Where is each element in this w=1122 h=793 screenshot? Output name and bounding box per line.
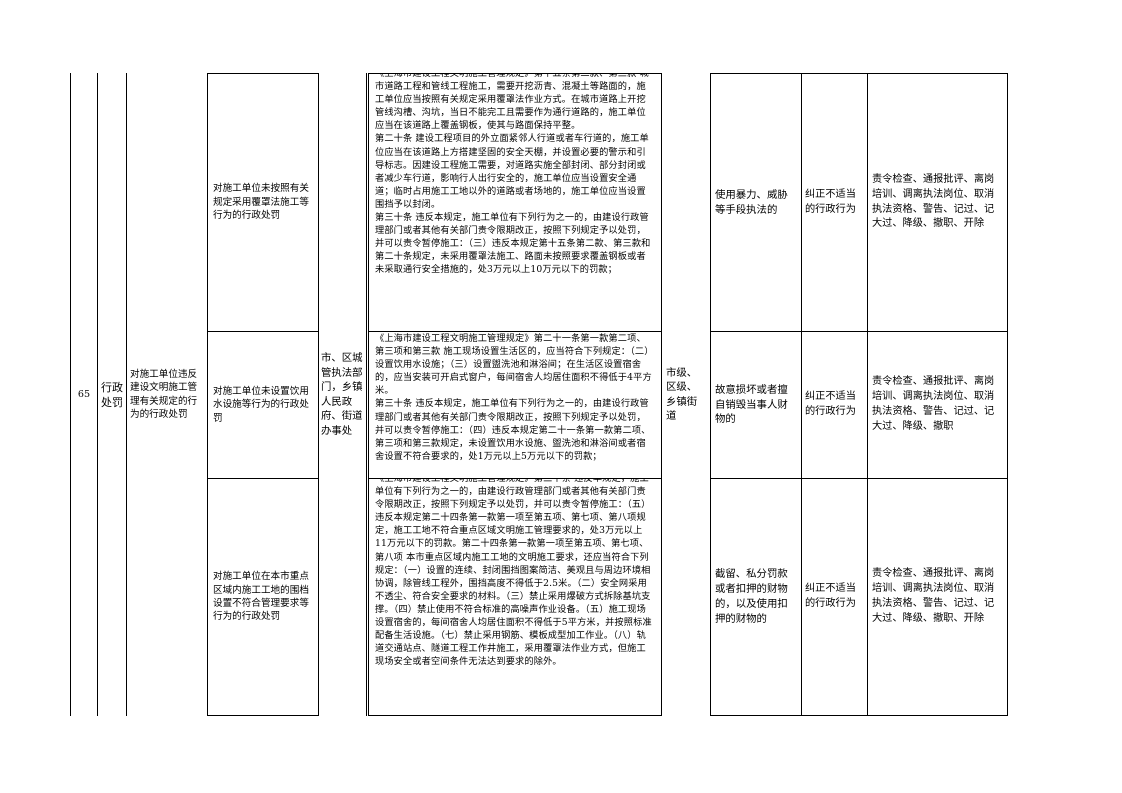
subitem-name-1: 对施工单位未按照有关规定采用覆罩法施工等行为的行政处罚 (208, 73, 319, 332)
basis-cell-2: 《上海市建设工程文明施工管理规定》第二十一条第一款第二项、第三项和第三款 施工现… (368, 332, 662, 479)
situation-cell-2: 故意损坏或者擅自销毁当事人财物的 (710, 332, 802, 479)
type-cell-2: 纠正不适当的行政行为 (802, 332, 868, 479)
subitem-name-2: 对施工单位未设置饮用水设施等行为的行政处罚 (208, 332, 319, 479)
situation-cell-1: 使用暴力、威胁等手段执法的 (710, 73, 802, 332)
basis-cell-3: 《上海市建设工程文明施工管理规定》第三十条 违反本规定，施工单位有下列行为之一的… (368, 479, 662, 716)
level-text: 市级、区级、乡镇街道 (666, 366, 698, 423)
basis-text-1: 《上海市建设工程文明施工管理规定》第十五条第二款、第三款 城市道路工程和管线工程… (375, 73, 651, 276)
method-cell-3: 责令检查、通报批评、离岗培训、调离执法岗位、取消执法资格、警告、记过、记大过、降… (868, 479, 1008, 716)
item-text: 对施工单位违反建设文明施工管理有关规定的行为的行政处罚 (130, 368, 198, 420)
basis-text-2: 《上海市建设工程文明施工管理规定》第二十一条第一款第二项、第三项和第三款 施工现… (375, 333, 654, 462)
basis-text-3: 《上海市建设工程文明施工管理规定》第三十条 违反本规定，施工单位有下列行为之一的… (375, 479, 652, 668)
subitem-name-3: 对施工单位在本市重点区域内施工工地的围档设置不符合管理要求等行为的行政处罚 (208, 479, 319, 716)
level-cell: 市级、区级、乡镇街道 (663, 73, 710, 716)
org-text: 市、区城管执法部门，乡镇人民政府、街道办事处 (321, 352, 363, 437)
type-cell-3: 纠正不适当的行政行为 (802, 479, 868, 716)
category-cell: 行政处罚 (98, 73, 127, 716)
basis-cell-1: 《上海市建设工程文明施工管理规定》第十五条第二款、第三款 城市道路工程和管线工程… (368, 73, 662, 332)
method-cell-1: 责令检查、通报批评、离岗培训、调离执法岗位、取消执法资格、警告、记过、记大过、降… (868, 73, 1008, 332)
row-number-cell: 65 (70, 73, 98, 716)
method-cell-2: 责令检查、通报批评、离岗培训、调离执法岗位、取消执法资格、警告、记过、记大过、降… (868, 332, 1008, 479)
situation-cell-3: 截留、私分罚款或者扣押的财物的，以及使用扣押的财物的 (710, 479, 802, 716)
type-cell-1: 纠正不适当的行政行为 (802, 73, 868, 332)
row-number: 65 (77, 388, 91, 400)
item-cell: 对施工单位违反建设文明施工管理有关规定的行为的行政处罚 (127, 73, 208, 716)
org-cell: 市、区城管执法部门，乡镇人民政府、街道办事处 (319, 73, 367, 716)
category-text: 行政处罚 (101, 380, 123, 409)
